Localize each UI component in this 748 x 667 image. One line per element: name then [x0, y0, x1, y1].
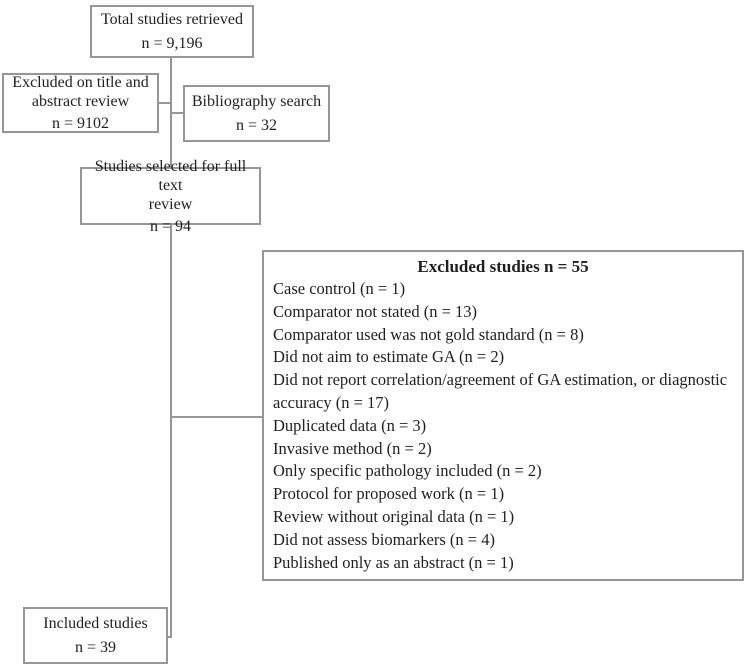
connector-excluded-studies-branch	[170, 416, 263, 418]
excluded-title-abstract-count: n = 9102	[51, 115, 110, 132]
included-studies-count: n = 39	[74, 639, 117, 656]
box-excluded-title-abstract: Excluded on title and abstract review n …	[2, 73, 159, 133]
box-total-studies: Total studies retrieved n = 9,196	[90, 5, 254, 58]
bibliography-search-label: Bibliography search	[191, 93, 322, 110]
excluded-studies-title: Excluded studies n = 55	[417, 257, 589, 276]
total-studies-label: Total studies retrieved	[101, 11, 243, 28]
connector-vertical-main	[170, 224, 172, 638]
excluded-reason-no-biomarkers: Did not assess biomarkers (n = 4)	[273, 529, 495, 549]
excluded-reason-comparator-not-stated: Comparator not stated (n = 13)	[273, 301, 478, 321]
full-text-review-label: Studies selected for full text review	[94, 157, 247, 213]
full-text-review-count: n = 94	[149, 217, 192, 235]
box-excluded-studies: Excluded studies n = 55 Case control (n …	[262, 250, 744, 581]
connector-bibliography-branch	[170, 112, 184, 114]
box-bibliography-search: Bibliography search n = 32	[183, 85, 330, 142]
box-full-text-review: Studies selected for full text review n …	[80, 158, 261, 235]
bibliography-search-count: n = 32	[235, 117, 278, 134]
excluded-reason-not-estimate-ga: Did not aim to estimate GA (n = 2)	[273, 347, 505, 367]
excluded-reason-specific-pathology: Only specific pathology included (n = 2)	[273, 461, 542, 481]
excluded-reason-comparator-not-gold-standard: Comparator used was not gold standard (n…	[273, 324, 584, 344]
included-studies-label: Included studies	[43, 615, 148, 632]
excluded-reason-review-no-original-data: Review without original data (n = 1)	[273, 506, 515, 526]
total-studies-count: n = 9,196	[141, 35, 203, 52]
connector-included-branch	[165, 636, 172, 638]
excluded-reason-case-control: Case control (n = 1)	[273, 279, 406, 298]
excluded-reason-duplicated-data: Duplicated data (n = 3)	[273, 415, 427, 435]
excluded-title-abstract-label: Excluded on title and abstract review	[12, 74, 149, 110]
excluded-reason-no-correlation-agreement: Did not report correlation/agreement of …	[273, 370, 728, 412]
excluded-reason-protocol: Protocol for proposed work (n = 1)	[273, 484, 505, 504]
box-included-studies: Included studies n = 39	[23, 607, 168, 664]
excluded-reason-abstract-only: Published only as an abstract (n = 1)	[273, 552, 514, 572]
excluded-reason-invasive-method: Invasive method (n = 2)	[273, 438, 432, 458]
connector-vertical-top	[170, 56, 172, 167]
connector-excluded-title-branch	[158, 102, 172, 104]
